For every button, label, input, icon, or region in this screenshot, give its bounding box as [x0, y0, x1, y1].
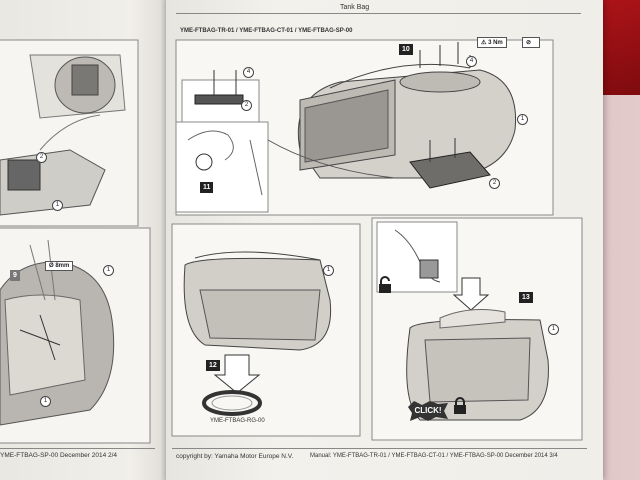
- callout-1: 1: [517, 114, 528, 125]
- warning-icon: ⚠: [481, 40, 487, 46]
- page-title: Tank Bag: [340, 4, 370, 11]
- callout-1: 1: [52, 200, 63, 211]
- manual-footer: Manual: YME-FTBAG-TR-01 / YME-FTBAG-CT-0…: [310, 453, 558, 459]
- step-9-badge: 9: [10, 270, 20, 281]
- left-footer-rule: [0, 448, 155, 449]
- callout-2: 2: [36, 152, 47, 163]
- header-rule: [176, 13, 581, 14]
- callout-1: 1: [323, 265, 334, 276]
- callout-1: 1: [103, 265, 114, 276]
- callout-4: 4: [466, 56, 477, 67]
- click-burst: CLICK!: [408, 401, 448, 421]
- callout-1: 1: [548, 324, 559, 335]
- unlock-icon: [378, 276, 392, 293]
- step-11-badge: 11: [200, 182, 214, 193]
- step-10-badge: 10: [399, 44, 413, 55]
- left-footer: YME-FTBAG-SP-00 December 2014 2/4: [0, 452, 118, 459]
- copyright-footer: copyright by: Yamaha Motor Europe N.V.: [176, 453, 294, 460]
- model-codes: YME-FTBAG-TR-01 / YME-FTBAG-CT-01 / YME-…: [180, 28, 353, 34]
- drill-spec: Ø 8mm: [45, 261, 74, 271]
- torque-spec: ⚠ 3 Nm: [477, 37, 507, 48]
- step-12-badge: 12: [206, 360, 220, 371]
- lock-icon: [453, 397, 467, 414]
- callout-4: 4: [243, 67, 254, 78]
- callout-2: 2: [241, 100, 252, 111]
- no-tool-icon: ⊘: [522, 37, 540, 48]
- callout-2: 2: [489, 178, 500, 189]
- callout-1: 1: [40, 396, 51, 407]
- ring-part-label: YME-FTBAG-RG-00: [210, 418, 265, 424]
- drill-value: Ø 8mm: [49, 263, 70, 269]
- torque-value: 3 Nm: [488, 40, 503, 46]
- step-13-badge: 13: [519, 292, 533, 303]
- right-footer-rule: [172, 448, 587, 449]
